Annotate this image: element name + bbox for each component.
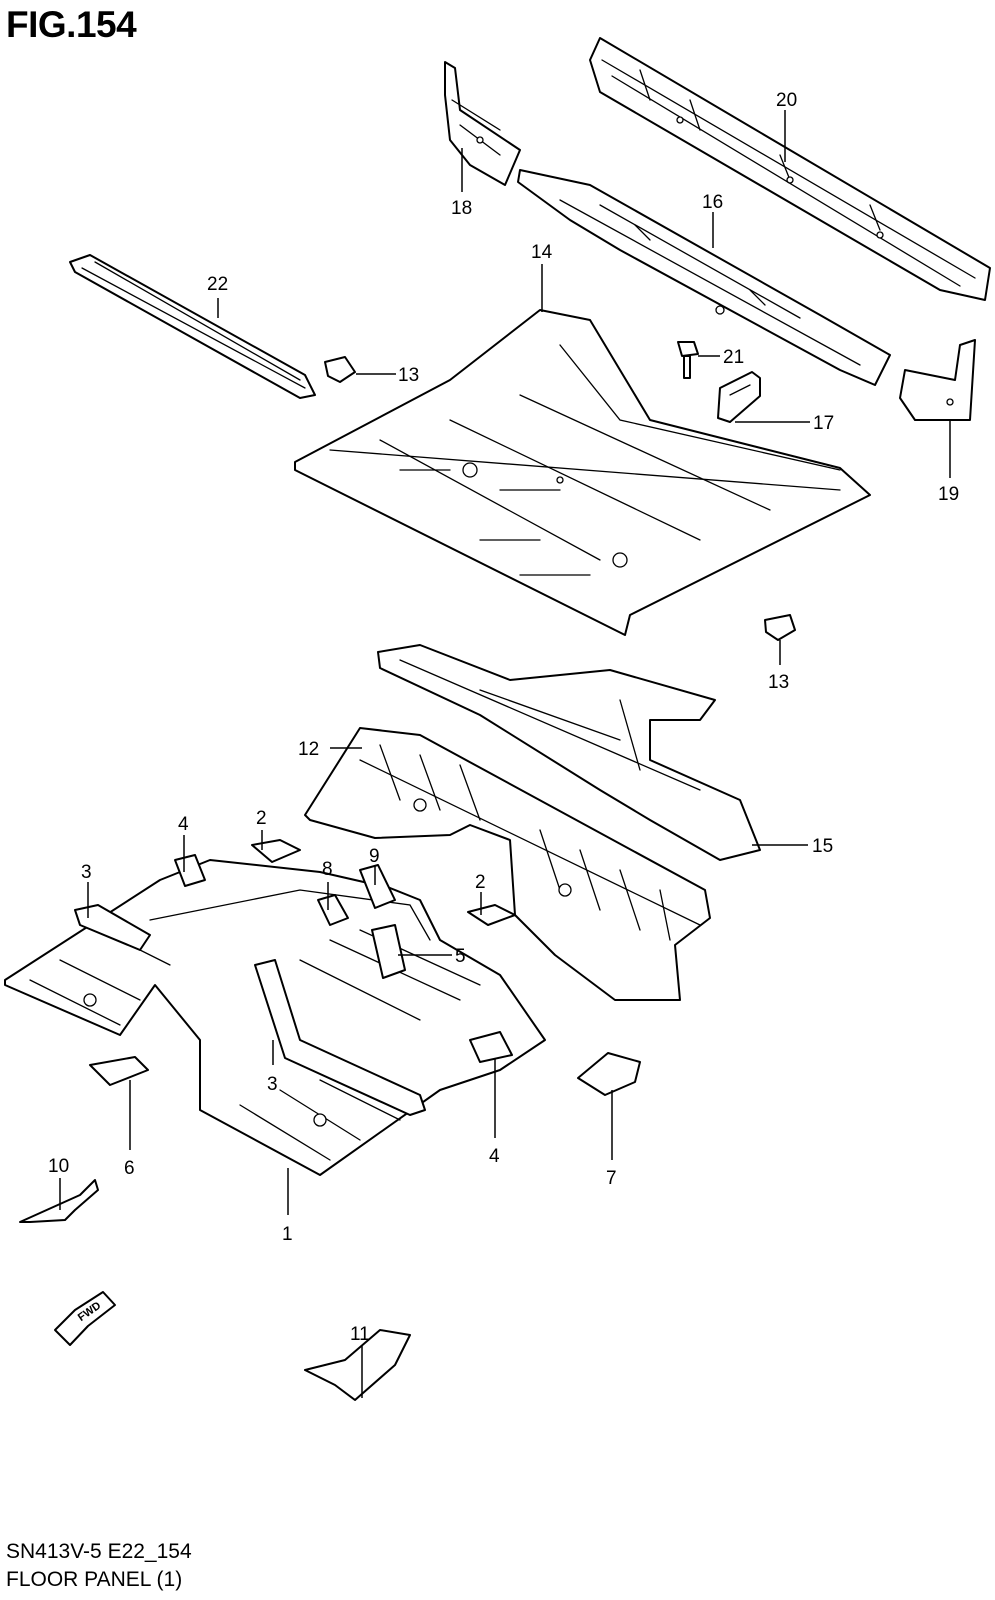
callout-19: 19 — [938, 484, 959, 505]
callout-20: 20 — [776, 90, 797, 111]
part-7-bracket[interactable] — [577, 1052, 641, 1096]
callout-6: 6 — [124, 1158, 135, 1179]
figure-code: SN413V-5 E22_154 — [6, 1540, 192, 1563]
part-15-center-cross-member[interactable] — [377, 644, 761, 861]
callout-1: 1 — [282, 1224, 293, 1245]
part-11-clip[interactable] — [304, 1329, 411, 1401]
callout-7: 7 — [606, 1168, 617, 1189]
part-5-bracket[interactable] — [371, 924, 406, 979]
callout-9: 9 — [369, 846, 380, 867]
callout-2-upper: 2 — [256, 808, 267, 829]
callout-16: 16 — [702, 192, 723, 213]
callout-5: 5 — [455, 946, 466, 967]
figure-title: FIG.154 — [6, 4, 137, 45]
callout-2-lower: 2 — [475, 872, 486, 893]
part-3-side-member-right[interactable] — [254, 959, 426, 1116]
callout-11: 11 — [350, 1324, 370, 1345]
part-3-side-member-left[interactable] — [74, 904, 151, 951]
part-18-pillar-bracket-left[interactable] — [444, 61, 521, 186]
callout-13-upper: 13 — [398, 365, 419, 386]
part-4-bracket-upper[interactable] — [174, 854, 206, 887]
part-21-bolt[interactable] — [677, 341, 699, 379]
callout-14: 14 — [531, 242, 553, 263]
part-20-rear-cross-member[interactable] — [589, 37, 991, 301]
fwd-arrow: FWD — [54, 1291, 116, 1346]
part-16-floor-cross-member[interactable] — [517, 169, 891, 386]
callout-3-right: 3 — [267, 1074, 278, 1095]
callout-18: 18 — [451, 198, 472, 219]
part-13-plug-lower[interactable] — [764, 614, 796, 641]
callout-13-lower: 13 — [768, 672, 789, 693]
part-22-side-rail[interactable] — [69, 254, 316, 399]
callout-15: 15 — [812, 836, 833, 857]
callout-10: 10 — [48, 1156, 69, 1177]
part-17-bracket[interactable] — [717, 371, 761, 423]
callout-4-lower: 4 — [489, 1146, 500, 1167]
part-14-rear-floor-panel[interactable] — [294, 309, 871, 636]
callout-17: 17 — [813, 413, 834, 434]
part-2-bracket-upper[interactable] — [251, 839, 301, 863]
part-19-pillar-bracket-right[interactable] — [899, 339, 976, 421]
part-9-bracket[interactable] — [359, 864, 396, 909]
callouts: 20 18 16 14 22 13 21 17 19 13 12 15 4 2 … — [48, 90, 959, 1398]
part-4-bracket-lower[interactable] — [469, 1031, 513, 1063]
part-2-bracket-lower[interactable] — [467, 904, 516, 926]
part-8-bracket[interactable] — [317, 894, 349, 926]
callout-22: 22 — [207, 274, 228, 295]
callout-8: 8 — [322, 859, 333, 880]
callout-21: 21 — [723, 347, 744, 368]
part-13-plug-upper[interactable] — [324, 356, 356, 383]
part-12-seat-cross-member[interactable] — [304, 727, 711, 1001]
callout-4-upper: 4 — [178, 814, 189, 835]
part-6-bracket[interactable] — [89, 1056, 149, 1086]
part-10-clip[interactable] — [19, 1179, 99, 1223]
figure-name: FLOOR PANEL (1) — [6, 1568, 183, 1591]
callout-3-left: 3 — [81, 862, 92, 883]
callout-12: 12 — [298, 739, 319, 760]
